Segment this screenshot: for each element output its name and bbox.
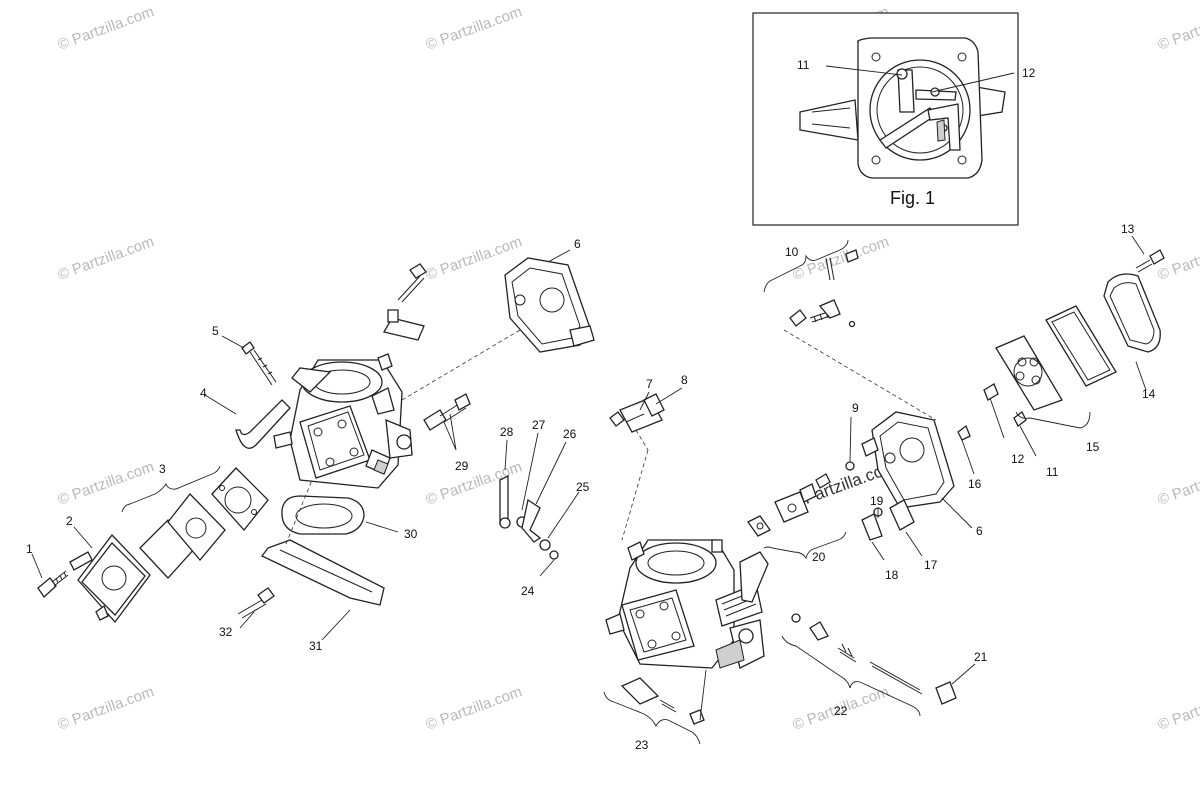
- pump-cover-2: [69, 533, 151, 624]
- callout-15: 15: [1086, 440, 1100, 454]
- carburetor-body-right: [605, 539, 769, 669]
- watermark: © Partzilla.com: [56, 458, 157, 509]
- callout-24: 24: [521, 584, 535, 598]
- callout-5: 5: [212, 324, 219, 338]
- watermark: © Partzilla.com: [1156, 458, 1200, 509]
- parts-group-10: [789, 249, 859, 328]
- callout-8: 8: [681, 373, 688, 387]
- callout-3: 3: [159, 462, 166, 476]
- callout-12: 12: [1011, 452, 1025, 466]
- gasket-30: [281, 495, 365, 535]
- parts-group-22: [791, 613, 957, 705]
- watermark: © Partzilla.com: [424, 3, 525, 54]
- watermark: © Partzilla.com: [56, 3, 157, 54]
- callout-2: 2: [66, 514, 73, 528]
- callout-31: 31: [309, 639, 323, 653]
- pump-cover-14: [1103, 273, 1161, 353]
- screw-1: [37, 570, 69, 598]
- screw-7-8: [609, 393, 665, 433]
- carburetor-body-left: [273, 309, 425, 489]
- screw-29: [423, 393, 471, 431]
- screw-32: [237, 587, 275, 619]
- pump-diaphragm-15: [995, 305, 1117, 411]
- callout-19: 19: [870, 494, 884, 508]
- callout-28: 28: [500, 425, 514, 439]
- callout-13: 13: [1121, 222, 1135, 236]
- callout-labels: 1 2 3 4 5 6 6 7 8 9 10 11 12 13 14 15 16…: [26, 222, 1156, 752]
- callout-17: 17: [924, 558, 938, 572]
- callout-14: 14: [1142, 387, 1156, 401]
- inset-fig-1: 11 12 Fig. 1: [752, 12, 1036, 226]
- inset-caption: Fig. 1: [890, 188, 935, 208]
- callout-1: 1: [26, 542, 33, 556]
- callout-4: 4: [200, 386, 207, 400]
- callout-32: 32: [219, 625, 233, 639]
- lever-4: [235, 399, 291, 449]
- gasket-set-3: [139, 467, 269, 579]
- pump-cover-6-right: [861, 411, 955, 509]
- left-carburetor-group: [31, 249, 595, 641]
- screw-5: [241, 341, 277, 386]
- parts-group-23: [620, 677, 705, 725]
- inset-callout-11: 11: [797, 58, 810, 72]
- callout-23: 23: [635, 738, 649, 752]
- callout-9: 9: [852, 401, 859, 415]
- watermark: © Partzilla.com: [424, 458, 525, 509]
- callout-7: 7: [646, 377, 653, 391]
- callout-10: 10: [785, 245, 799, 259]
- callout-21: 21: [974, 650, 988, 664]
- callout-18: 18: [885, 568, 899, 582]
- screw-top: [397, 263, 427, 303]
- bracket-31: [261, 539, 385, 606]
- inset-callout-12: 12: [1022, 66, 1036, 80]
- callout-29: 29: [455, 459, 469, 473]
- callout-25: 25: [576, 480, 590, 494]
- right-carburetor-group: [603, 235, 1165, 745]
- callout-20: 20: [812, 550, 826, 564]
- pump-cover-6-left: [504, 257, 595, 353]
- callout-27: 27: [532, 418, 546, 432]
- watermark: © Partzilla.com: [56, 233, 157, 284]
- callout-16: 16: [968, 477, 982, 491]
- watermark: © Partzilla.com: [1156, 683, 1200, 734]
- callout-26: 26: [563, 427, 577, 441]
- small-parts-24-28: [499, 474, 559, 560]
- watermark: © Partzilla.com: [1156, 3, 1200, 54]
- callout-6-right: 6: [976, 524, 983, 538]
- screw-13: [1135, 249, 1165, 273]
- callout-6-left: 6: [574, 237, 581, 251]
- watermark: © Partzilla.com: [56, 683, 157, 734]
- callout-22: 22: [834, 704, 848, 718]
- callout-11: 11: [1046, 465, 1059, 479]
- callout-30: 30: [404, 527, 418, 541]
- watermark: © Partzilla.com: [424, 683, 525, 734]
- parts-group-20: [747, 473, 831, 537]
